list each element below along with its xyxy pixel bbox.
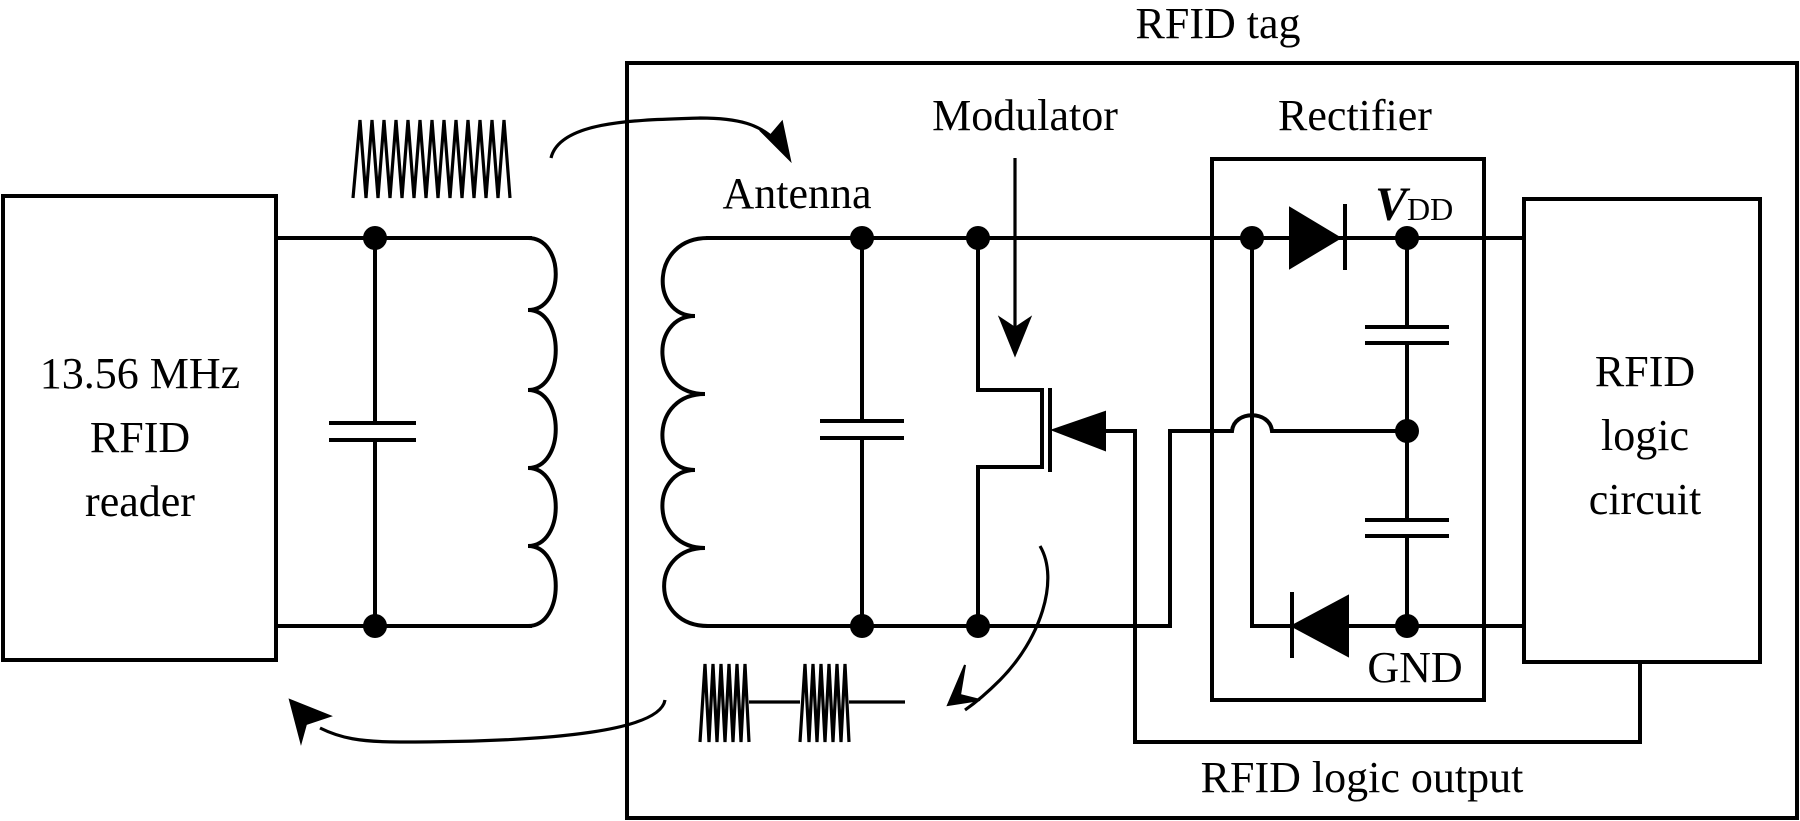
vdd-label-v: V: [1375, 178, 1411, 231]
tag-capacitor-icon: [820, 419, 904, 440]
modulator: Modulator: [932, 91, 1642, 744]
tag-coil-icon: [660, 235, 711, 629]
modulation-arrow-icon: [946, 545, 1050, 712]
rectifier-capacitor-bottom-icon: [1365, 518, 1449, 538]
vdd-label-sub: DD: [1407, 191, 1453, 227]
reader-coil-icon: [525, 235, 558, 629]
vdd-label: VDD: [1375, 178, 1453, 231]
carrier-wave-icon: [351, 119, 512, 199]
diode-bottom-icon: [1289, 594, 1349, 658]
rectifier: Rectifier VDD GND: [1008, 91, 1526, 702]
logic-output-label: RFID logic output: [1201, 753, 1524, 802]
reader-label-line3: reader: [85, 477, 195, 526]
midpoint-wire-crossover: [1168, 413, 1409, 628]
modulator-label: Modulator: [932, 91, 1118, 140]
reader-label-line1: 13.56 MHz: [40, 349, 240, 398]
tag-antenna: Antenna: [660, 169, 1172, 638]
reader-label-line2: RFID: [90, 413, 190, 462]
antenna-label: Antenna: [722, 169, 871, 218]
modulator-transistor-channel: [976, 236, 1044, 628]
logic-label-line2: logic: [1601, 411, 1689, 460]
logic-circuit-block: RFID logic circuit: [1522, 197, 1762, 664]
reader-lc-tank: [274, 226, 558, 638]
diode-top-icon: [1289, 206, 1342, 270]
logic-label-line3: circuit: [1589, 475, 1701, 524]
backscatter-wave-icon: [698, 663, 905, 743]
rectifier-left-wire: [1250, 236, 1294, 628]
modulator-arrowhead-icon: [997, 315, 1033, 358]
logic-circuit-box: [1522, 197, 1762, 664]
rfid-tag-boundary: [625, 61, 1799, 820]
gnd-label: GND: [1367, 643, 1462, 692]
reader-capacitor-icon: [329, 421, 416, 442]
reader-box: [1, 194, 278, 662]
downlink-arrow-icon: [549, 116, 792, 164]
uplink-arrow-icon: [288, 698, 667, 746]
transistor-gate-arrow-icon: [1050, 410, 1106, 452]
logic-label-line1: RFID: [1595, 347, 1695, 396]
rectifier-label: Rectifier: [1278, 91, 1432, 140]
rfid-tag-title: RFID tag: [1136, 0, 1301, 48]
rectifier-capacitor-top-icon: [1365, 325, 1449, 345]
logic-output-wire: [1103, 429, 1642, 744]
reader-block: 13.56 MHz RFID reader: [1, 194, 278, 662]
